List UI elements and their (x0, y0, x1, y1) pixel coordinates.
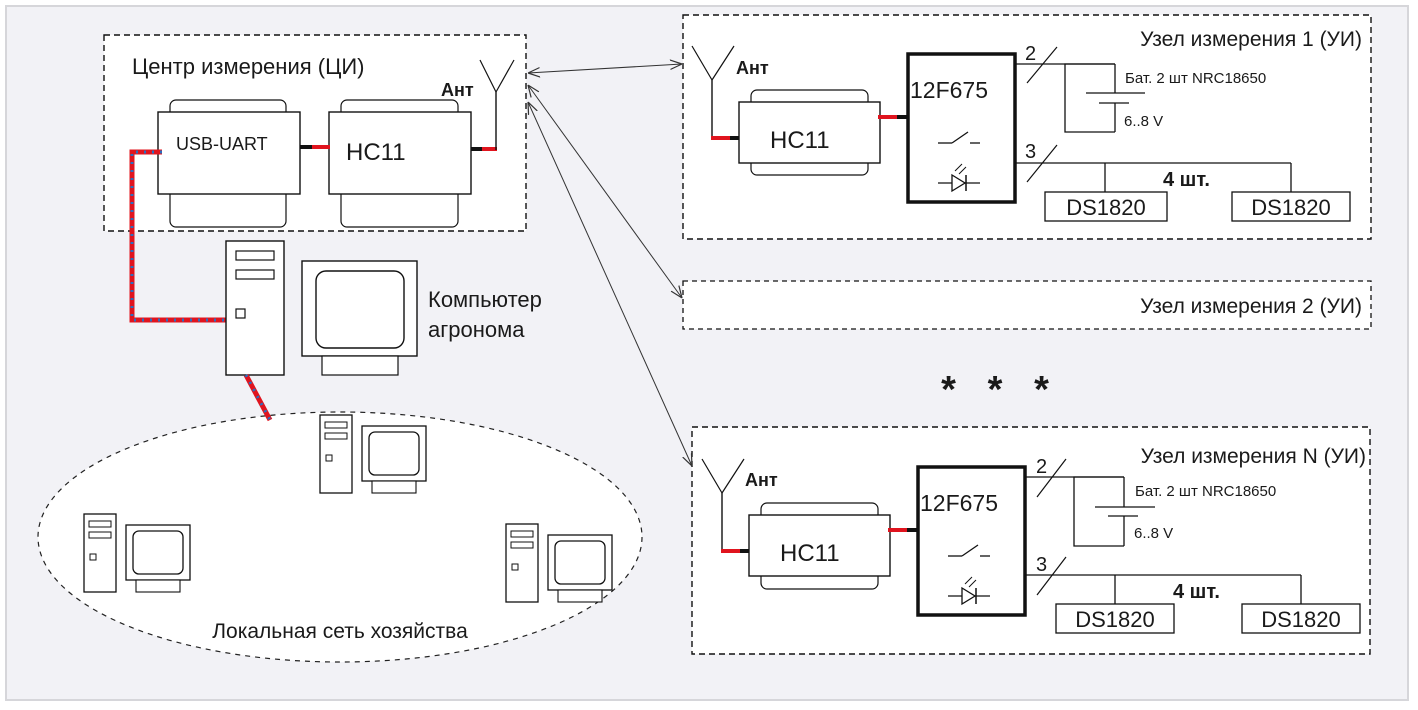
agronomist-label-line2: агронома (428, 317, 525, 342)
local-network: Локальная сеть хозяйства (37, 373, 643, 663)
node-n-sensor-count: 4 шт. (1173, 581, 1220, 603)
node-n-voltage-label: 6..8 V (1134, 525, 1173, 542)
agronomist-computer: Компьютер агронома (225, 240, 542, 376)
hc11-center-box (328, 111, 472, 195)
antenna-icon (691, 45, 735, 138)
measurement-center: Центр измерения (ЦИ) USB-UART HC11 Ант (103, 34, 527, 232)
center-antenna-label: Ант (441, 80, 474, 100)
agronomist-label-line1: Компьютер (428, 287, 542, 312)
usb-uart-label: USB-UART (176, 134, 268, 154)
sensor-label: DS1820 (1066, 195, 1146, 220)
node-1-sensor-bus-width: 3 (1025, 141, 1036, 163)
node-2-dashed-border (682, 280, 1372, 330)
node-1-antenna-label: Ант (736, 58, 769, 78)
usb-uart-box (157, 111, 301, 195)
hc11-node-1-module: HC11 (738, 89, 881, 176)
usb-uart-module: USB-UART (157, 99, 301, 228)
node-1-radio-label: HC11 (770, 127, 830, 154)
battery-icon (1073, 476, 1155, 547)
node-1-mcu-label: 12F675 (910, 77, 988, 103)
lan-boundary (37, 411, 643, 663)
node-2-title: Узел измерения 2 (УИ) (1140, 295, 1362, 318)
radio-link-node-2 (528, 85, 682, 298)
sensor-ds1820: DS1820 (1055, 603, 1175, 634)
node-1-voltage-label: 6..8 V (1124, 113, 1163, 130)
sensor-ds1820: DS1820 (1044, 191, 1168, 222)
node-n-mcu-label: 12F675 (920, 490, 998, 516)
bus-slash (1036, 556, 1067, 596)
sensor-label: DS1820 (1075, 607, 1155, 632)
antenna-icon (479, 59, 515, 150)
mcu-12f675-node-1: 12F675 (906, 52, 1017, 204)
node-n-power-bus-width: 2 (1036, 456, 1047, 478)
hc11-center-label: HC11 (346, 139, 406, 166)
battery-icon (1064, 63, 1145, 133)
sensor-label: DS1820 (1251, 195, 1331, 220)
bus-slash (1026, 46, 1058, 84)
led-icon (938, 163, 980, 193)
sensor-ds1820: DS1820 (1241, 603, 1361, 634)
lan-label: Локальная сеть хозяйства (212, 620, 468, 643)
led-icon (948, 576, 990, 606)
node-n-title: Узел измерения N (УИ) (1141, 445, 1366, 468)
lan-computer (505, 523, 613, 603)
sensor-ds1820: DS1820 (1231, 191, 1351, 222)
lan-computer (319, 414, 427, 494)
hc11-center-module: HC11 (328, 99, 472, 228)
usb-cable (129, 149, 228, 323)
antenna-icon (701, 458, 745, 551)
mcu-12f675-node-n: 12F675 (916, 465, 1027, 617)
node-1-power-bus-width: 2 (1025, 43, 1036, 65)
sensor-label: DS1820 (1261, 607, 1341, 632)
measurement-node-1: Ант HC11 12F675 (682, 14, 1372, 240)
radio-links (528, 64, 692, 466)
monitor-icon (301, 260, 418, 376)
node-n-antenna-label: Ант (745, 470, 778, 490)
node-n-sensor-bus-width: 3 (1036, 554, 1047, 576)
switch-icon (938, 131, 980, 144)
bus-slash (1036, 458, 1067, 498)
node-1-sensor-count: 4 шт. (1163, 169, 1210, 191)
switch-icon (948, 544, 990, 557)
radio-link-node-1 (528, 64, 682, 73)
node-1-battery-label: Бат. 2 шт NRC18650 (1125, 70, 1266, 87)
hc11-node-n-module: HC11 (748, 502, 891, 590)
node-n-battery-label: Бат. 2 шт NRC18650 (1135, 483, 1276, 500)
node-n-radio-label: HC11 (780, 540, 840, 567)
measurement-node-n: Ант HC11 12F675 (691, 426, 1371, 655)
pc-tower-icon (225, 240, 285, 376)
more-nodes-ellipsis: * * * (941, 369, 1049, 411)
measurement-node-2: Узел измерения 2 (УИ) (682, 280, 1372, 330)
center-title: Центр измерения (ЦИ) (132, 54, 365, 79)
node-1-title: Узел измерения 1 (УИ) (1140, 28, 1362, 51)
bus-slash (1026, 144, 1058, 183)
radio-link-node-n (528, 102, 692, 466)
lan-computer (83, 513, 191, 593)
